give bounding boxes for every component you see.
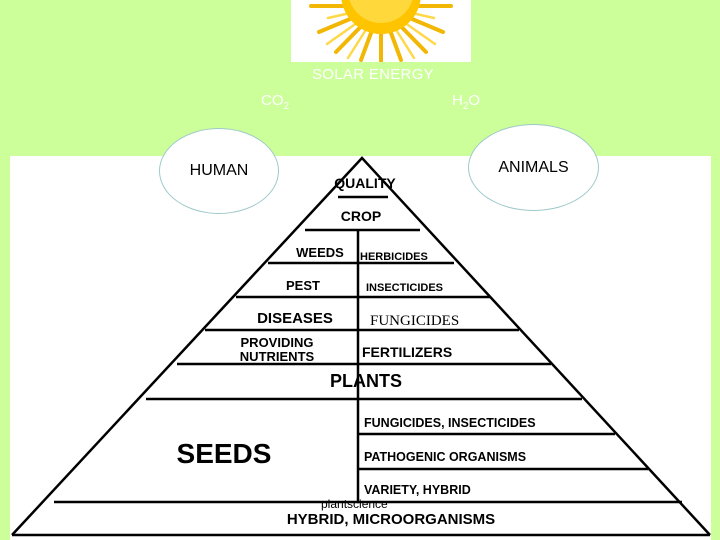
insecticides-label: INSECTICIDES — [366, 282, 443, 294]
animals-oval: ANIMALS — [468, 124, 599, 211]
nutrients-label: NUTRIENTS — [240, 349, 315, 364]
h2o-label: H2O — [452, 92, 481, 112]
crop-label: CROP — [341, 208, 381, 224]
pyramid-panel — [10, 156, 711, 540]
providing-label: PROVIDING — [241, 335, 314, 350]
quality-label: QUALITY — [334, 175, 396, 191]
plants-label: PLANTS — [330, 371, 402, 391]
fungicides-label: FUNGICIDES — [370, 313, 459, 329]
diseases-label: DISEASES — [257, 310, 333, 327]
credit-label: plantscience — [321, 497, 388, 511]
hybrid-microorganisms-label: HYBRID, MICROORGANISMS — [287, 511, 495, 528]
sun-icon — [309, 0, 453, 62]
seeds-label: SEEDS — [177, 438, 272, 469]
weeds-label: WEEDS — [296, 245, 344, 260]
herbicides-label: HERBICIDES — [360, 251, 428, 263]
pest-label: PEST — [286, 278, 320, 293]
pyramid-outline — [11, 156, 711, 536]
human-label: HUMAN — [189, 162, 249, 179]
co2-label: CO2 — [261, 92, 290, 112]
animals-label: ANIMALS — [498, 158, 569, 176]
fertilizers-label: FERTILIZERS — [362, 344, 452, 360]
human-oval: HUMAN — [159, 128, 279, 214]
solar-energy-label: SOLAR ENERGY — [312, 66, 434, 83]
sun-image — [291, 0, 471, 62]
fungicides-insecticides-label: FUNGICIDES, INSECTICIDES — [364, 416, 536, 430]
variety-hybrid-label: VARIETY, HYBRID — [364, 483, 471, 497]
pathogenic-organisms-label: PATHOGENIC ORGANISMS — [364, 450, 526, 464]
